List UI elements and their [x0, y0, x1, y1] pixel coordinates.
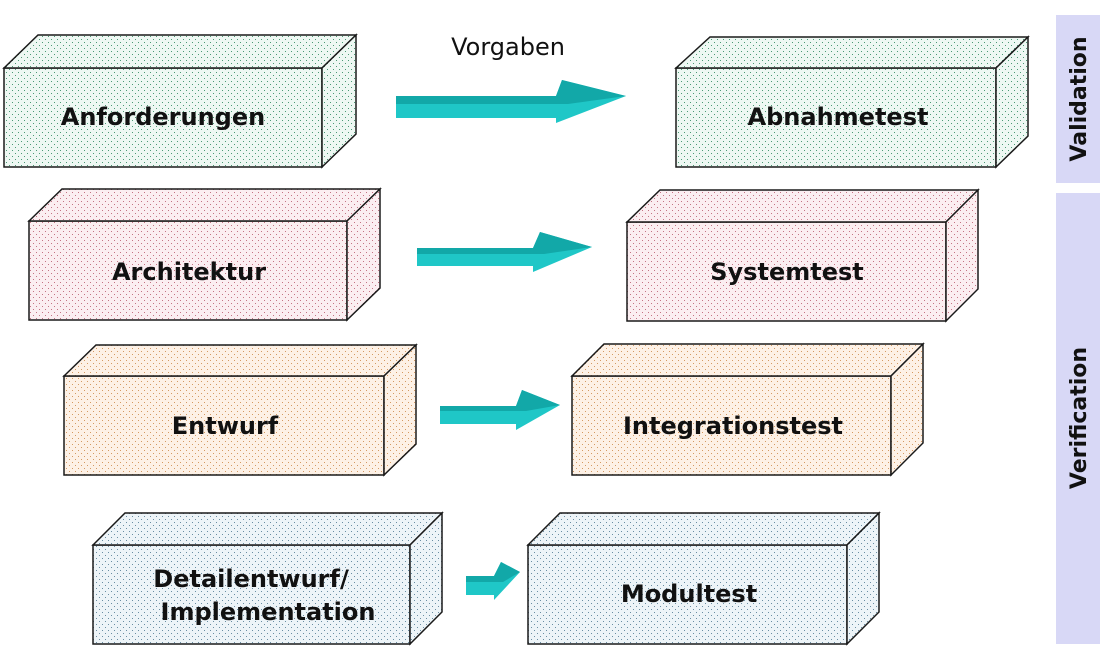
- validation-label: Validation: [1067, 36, 1092, 161]
- verification-band: [1056, 193, 1100, 644]
- box-top: [570, 343, 925, 377]
- box-label-line-2: Implementation: [161, 598, 376, 626]
- box-side: [409, 511, 443, 646]
- box-top: [625, 189, 980, 223]
- box-architektur: Architektur: [27, 187, 382, 322]
- validation-band: [1056, 15, 1100, 183]
- box-top: [91, 512, 444, 546]
- arrow-row-4: [466, 562, 520, 600]
- arrow-row-1: [396, 80, 626, 123]
- box-side: [321, 33, 357, 169]
- box-top: [674, 36, 1030, 69]
- box-label: Modultest: [621, 580, 757, 608]
- box-top: [27, 188, 382, 222]
- box-integrationstest: Integrationstest: [570, 342, 925, 477]
- box-label: Systemtest: [710, 258, 863, 286]
- box-face: [92, 544, 411, 645]
- box-side: [383, 343, 417, 477]
- box-top: [2, 34, 358, 69]
- box-systemtest: Systemtest: [625, 188, 980, 323]
- box-detailentwurf-implementation: Detailentwurf/ Implementation: [91, 511, 444, 646]
- box-side: [995, 35, 1029, 169]
- verification-label: Verification: [1067, 347, 1092, 489]
- arrow-row-3: [440, 390, 560, 430]
- box-top: [526, 512, 881, 546]
- box-modultest: Modultest: [526, 511, 881, 646]
- box-side: [890, 342, 924, 477]
- box-side: [846, 511, 880, 646]
- vorgaben-label: Vorgaben: [451, 33, 565, 61]
- box-label-line-1: Detailentwurf/: [153, 565, 349, 593]
- box-top: [62, 344, 418, 377]
- box-side: [346, 187, 381, 322]
- box-entwurf: Entwurf: [62, 343, 418, 477]
- box-label: Entwurf: [172, 412, 279, 440]
- box-label: Integrationstest: [623, 412, 843, 440]
- box-label: Architektur: [112, 258, 266, 286]
- arrow-row-2: [417, 232, 592, 272]
- box-side: [945, 188, 979, 323]
- box-anforderungen: Anforderungen: [2, 33, 358, 169]
- box-abnahmetest: Abnahmetest: [674, 35, 1030, 169]
- box-label: Abnahmetest: [748, 103, 929, 131]
- box-label: Anforderungen: [61, 103, 265, 131]
